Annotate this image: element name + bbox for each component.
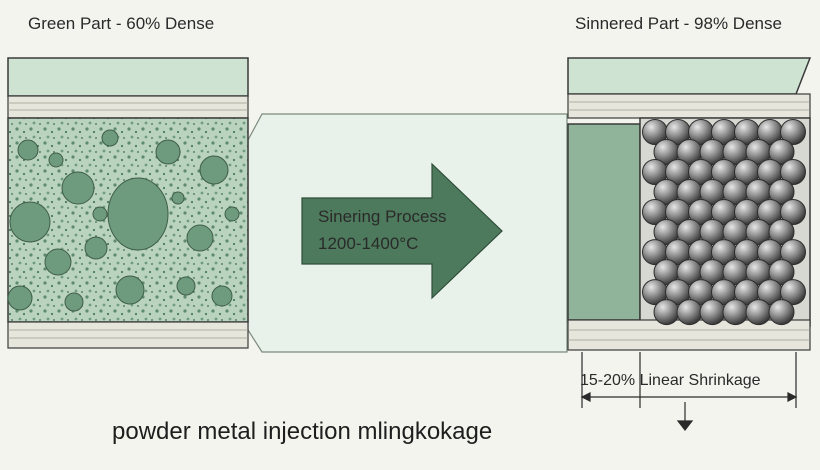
shrinkage-dimension	[580, 352, 798, 431]
sintered-particle	[768, 259, 795, 286]
sintered-particle	[780, 239, 806, 266]
sintered-particles	[642, 119, 806, 326]
sintered-particle	[780, 159, 806, 185]
sintered-particle	[722, 299, 749, 326]
process-name-label: Sinering Process	[318, 207, 447, 226]
green-part-block	[7, 57, 249, 349]
sintered-particle	[676, 299, 703, 326]
sintered-particle	[780, 119, 806, 145]
sintered-part-title: Sinnered Part - 98% Dense	[575, 14, 782, 33]
sintered-particle	[745, 299, 772, 326]
sintered-particle	[780, 199, 806, 225]
sintered-particle	[768, 299, 795, 326]
sintered-particle	[768, 219, 795, 245]
sintered-particle	[780, 279, 806, 306]
sintered-particle	[653, 299, 680, 326]
sintered-particle	[768, 179, 795, 205]
sintered-particle	[699, 299, 726, 326]
process-temperature-label: 1200-1400°C	[318, 234, 419, 253]
sintering-arrow	[301, 162, 503, 300]
sintered-particle	[768, 139, 795, 165]
shrinkage-label: 15-20% Linear Shrinkage	[580, 372, 761, 389]
sintered-part-block	[567, 57, 812, 351]
diagram-caption: powder metal injection mlingkokage	[112, 418, 493, 445]
green-part-title: Green Part - 60% Dense	[28, 14, 215, 33]
green-part-particles	[7, 129, 240, 312]
